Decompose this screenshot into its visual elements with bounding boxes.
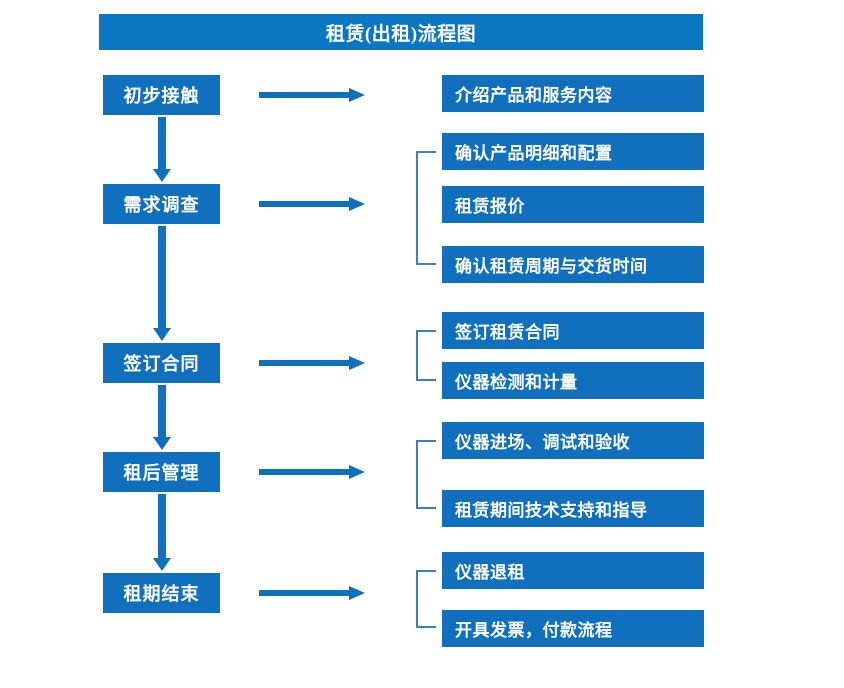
detail-box-5[interactable]: 签订租赁合同 xyxy=(442,312,704,349)
stage-box-4[interactable]: 租后管理 xyxy=(103,452,220,492)
detail-box-9[interactable]: 仪器退租 xyxy=(442,552,704,589)
horizontal-arrow-5 xyxy=(259,585,367,601)
horizontal-arrow-2 xyxy=(259,196,367,212)
stage-box-1[interactable]: 初步接触 xyxy=(103,75,220,115)
horizontal-arrow-1 xyxy=(259,87,367,103)
detail-box-10[interactable]: 开具发票，付款流程 xyxy=(442,610,704,647)
detail-box-2[interactable]: 确认产品明细和配置 xyxy=(442,133,704,170)
detail-box-3[interactable]: 租赁报价 xyxy=(442,186,704,223)
detail-box-6[interactable]: 仪器检测和计量 xyxy=(442,362,704,399)
stage-box-3[interactable]: 签订合同 xyxy=(103,343,220,383)
group-bracket-contract xyxy=(416,330,436,381)
vertical-arrow-2 xyxy=(153,226,171,341)
group-bracket-management xyxy=(416,440,436,509)
detail-box-7[interactable]: 仪器进场、调试和验收 xyxy=(442,422,704,459)
stage-box-2[interactable]: 需求调查 xyxy=(103,184,220,224)
vertical-arrow-3 xyxy=(153,385,171,450)
vertical-arrow-4 xyxy=(153,494,171,571)
group-bracket-demand xyxy=(416,151,436,265)
page-title: 租赁(出租)流程图 xyxy=(99,14,703,50)
detail-box-4[interactable]: 确认租赁周期与交货时间 xyxy=(442,246,704,283)
detail-box-1[interactable]: 介绍产品和服务内容 xyxy=(442,75,704,112)
stage-box-5[interactable]: 租期结束 xyxy=(103,573,220,613)
horizontal-arrow-4 xyxy=(259,464,367,480)
group-bracket-end xyxy=(416,570,436,628)
vertical-arrow-1 xyxy=(153,117,171,182)
detail-box-8[interactable]: 租赁期间技术支持和指导 xyxy=(442,490,704,527)
horizontal-arrow-3 xyxy=(259,355,367,371)
